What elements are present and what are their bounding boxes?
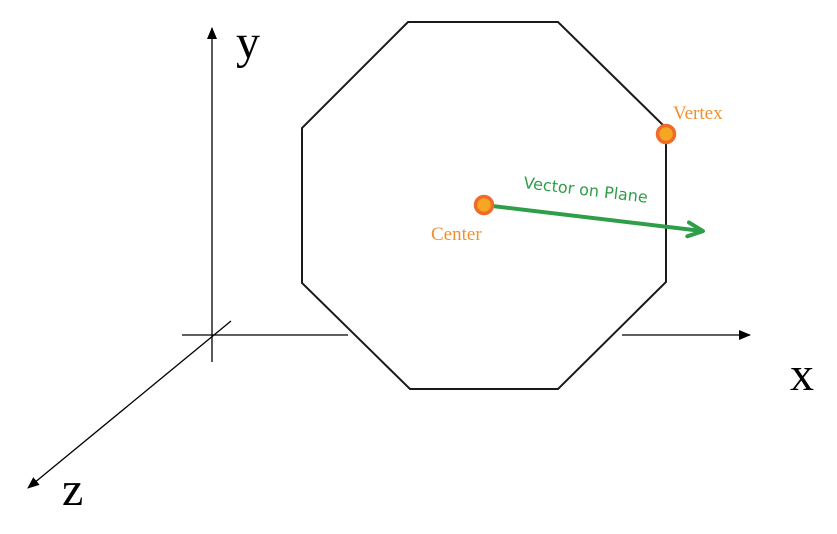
- center-label: Center: [431, 224, 482, 245]
- z-axis-label: z: [62, 463, 83, 516]
- vertex-label: Vertex: [673, 103, 723, 124]
- vertex-point: [655, 123, 677, 145]
- plane-vector: [482, 203, 705, 239]
- vector-label: Vector on Plane: [523, 173, 649, 207]
- y-axis-label: y: [236, 16, 260, 69]
- z-axis: [27, 320, 232, 489]
- x-axis-label: x: [790, 348, 814, 401]
- octagon-plane: [301, 21, 667, 390]
- center-point: [473, 194, 495, 216]
